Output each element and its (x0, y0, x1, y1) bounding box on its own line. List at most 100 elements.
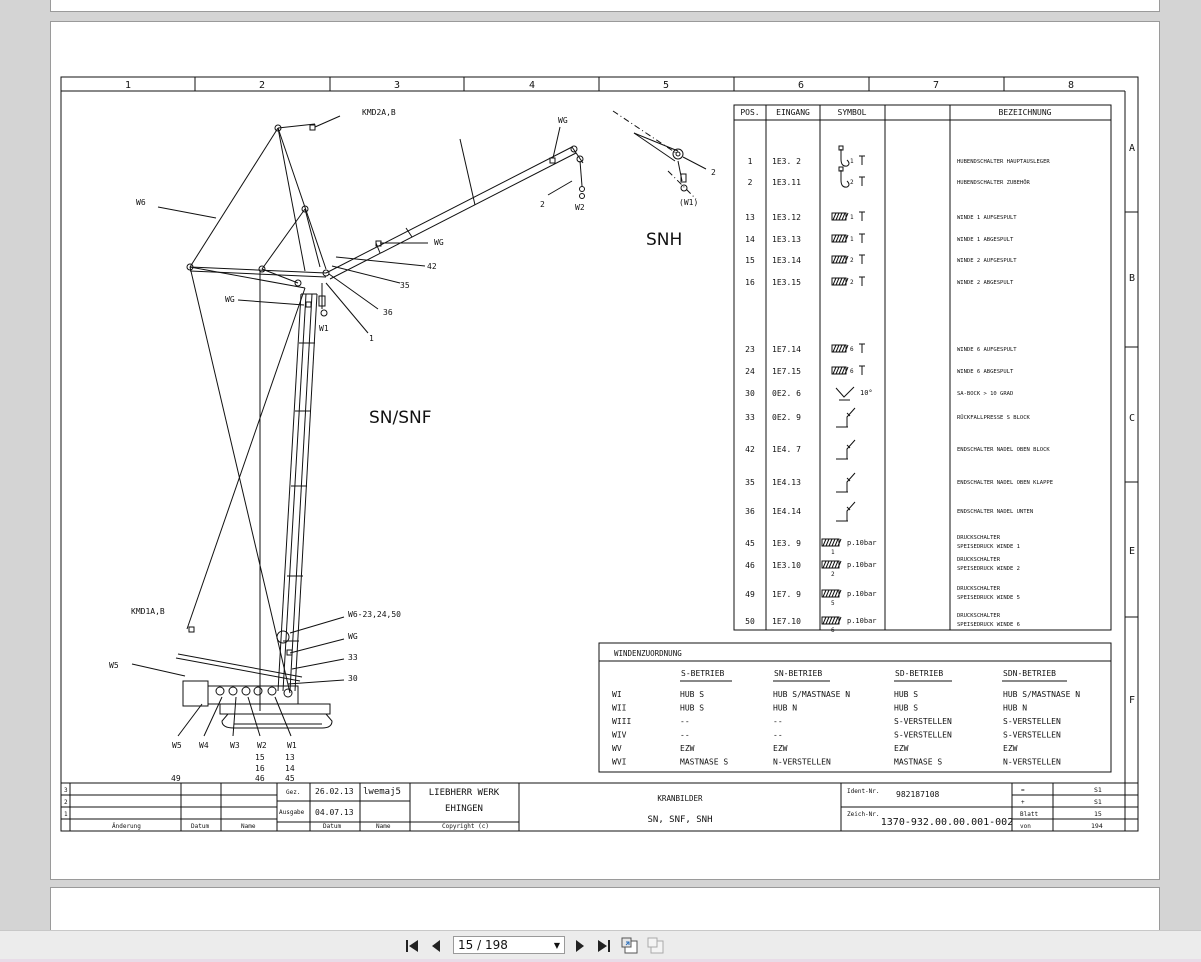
winden-cell: EZW (894, 744, 909, 753)
table-header-eingang: EINGANG (776, 108, 810, 117)
last-page-button[interactable] (596, 937, 612, 954)
company-location: EHINGEN (445, 804, 483, 814)
row-pos: 15 (745, 256, 755, 265)
column-number: 4 (529, 80, 535, 91)
next-page-icon (576, 939, 584, 952)
row-pos: 36 (745, 507, 755, 516)
winden-cell: S-VERSTELLEN (894, 717, 952, 726)
winch-assignment-table: WINDENZUORDNUNG S-BETRIEB SN-BETRIEB SD-… (598, 642, 1112, 773)
winden-row-label: WIV (612, 731, 627, 740)
row-pos: 42 (745, 445, 755, 454)
winden-column-header: SDN-BETRIEB (1003, 669, 1056, 678)
row-pos: 46 (745, 561, 755, 570)
row-pos: 16 (745, 278, 755, 287)
label-kmd2ab: KMD2A,B (362, 108, 396, 117)
page-number-select[interactable]: 15 / 198 ▼ (453, 936, 565, 954)
gez-name: lwemaj5 (363, 787, 401, 797)
winden-cell: -- (680, 717, 690, 726)
winden-cell: -- (773, 717, 783, 726)
symbol-number: 2 (850, 179, 854, 186)
sheet-eq-value: S1 (1094, 786, 1102, 794)
symbol-subscript: 6 (831, 627, 835, 634)
row-pos: 35 (745, 478, 755, 487)
row-eingang: 1E4. 7 (772, 445, 801, 454)
row-bezeichnung: ENDSCHALTER NADEL OBEN KLAPPE (957, 480, 1053, 486)
winden-row-label: WIII (612, 717, 631, 726)
winden-cell: N-VERSTELLEN (773, 758, 831, 767)
row-symbol (836, 439, 856, 460)
symbol-number: 6 (850, 368, 854, 375)
label-36: 36 (383, 308, 393, 317)
row-symbol (821, 560, 842, 569)
row-bezeichnung: WINDE 2 ABGESPULT (957, 280, 1014, 286)
row-bezeichnung: ENDSCHALTER NADEL OBEN BLOCK (957, 447, 1050, 453)
column-number: 8 (1068, 80, 1074, 91)
column-number: 1 (125, 80, 131, 91)
current-page-sheet (50, 21, 1160, 880)
row-bezeichnung: RÜCKFALLPRESSE S BLOCK (957, 414, 1031, 421)
label-w5: W5 (109, 661, 119, 670)
next-page-button[interactable] (573, 937, 587, 954)
revision-number: 3 (64, 787, 68, 794)
fit-page-button[interactable] (621, 937, 639, 954)
first-page-icon (406, 939, 418, 952)
row-symbol (831, 212, 849, 221)
label-w2: W2 (257, 741, 267, 750)
winden-cell: S-VERSTELLEN (1003, 717, 1061, 726)
row-bezeichnung: SA-BOCK > 10 GRAD (957, 391, 1013, 397)
row-symbol (831, 344, 849, 353)
sheet-plus-label: + (1021, 799, 1025, 806)
label-2: 2 (711, 168, 716, 177)
previous-page-button[interactable] (429, 937, 443, 954)
row-eingang: 1E3.12 (772, 213, 801, 222)
row-pos: 2 (748, 178, 753, 187)
row-pos: 13 (745, 213, 755, 222)
row-bezeichnung: DRUCKSCHALTER (957, 535, 1001, 541)
symbol-number: p.10bar (847, 561, 877, 569)
drawing-title: KRANBILDER (657, 794, 703, 803)
fit-width-button[interactable] (647, 937, 665, 954)
row-eingang: 1E4.13 (772, 478, 801, 487)
label-2: 2 (540, 200, 545, 209)
column-number: 3 (394, 80, 400, 91)
row-eingang: 1E3.10 (772, 561, 801, 570)
winden-cell: HUB S/MASTNASE N (1003, 690, 1080, 699)
symbol-number: 1 (850, 158, 854, 165)
view-title-sn-snf: SN/SNF (369, 408, 432, 428)
row-letter: E (1129, 546, 1135, 557)
first-page-button[interactable] (404, 937, 420, 954)
winden-cell: EZW (773, 744, 788, 753)
symbol-number: 10° (860, 389, 873, 397)
label-w1: W1 (287, 741, 297, 750)
label-w1: (W1) (679, 198, 698, 207)
label-33: 33 (348, 653, 358, 662)
row-symbol (835, 386, 855, 401)
label-30: 30 (348, 674, 358, 683)
row-bezeichnung: DRUCKSCHALTER (957, 613, 1001, 619)
label-16: 16 (255, 764, 265, 773)
row-bezeichnung: WINDE 1 AUFGESPULT (957, 215, 1017, 221)
revision-header-datum: Datum (191, 823, 209, 830)
row-eingang: 1E3.11 (772, 178, 801, 187)
row-symbol (831, 234, 849, 243)
label-13: 13 (285, 753, 295, 762)
row-bezeichnung: DRUCKSCHALTER (957, 586, 1001, 592)
table-row: 35 1E4.13 ENDSCHALTER NADEL OBEN KLAPPE (745, 472, 1053, 493)
row-bezeichnung: HUBENDSCHALTER ZUBEHÖR (957, 179, 1031, 186)
symbol-number: p.10bar (847, 617, 877, 625)
row-eingang: 0E2. 9 (772, 413, 801, 422)
previous-page-icon (432, 939, 440, 952)
last-page-icon (598, 939, 610, 952)
label-w3: W3 (230, 741, 240, 750)
sheet-plus-value: S1 (1094, 798, 1102, 806)
row-eingang: 1E3.14 (772, 256, 801, 265)
table-header-bezeichnung: BEZEICHNUNG (999, 108, 1052, 117)
label-1: 1 (369, 334, 374, 343)
blatt-label: Blatt (1020, 811, 1038, 818)
